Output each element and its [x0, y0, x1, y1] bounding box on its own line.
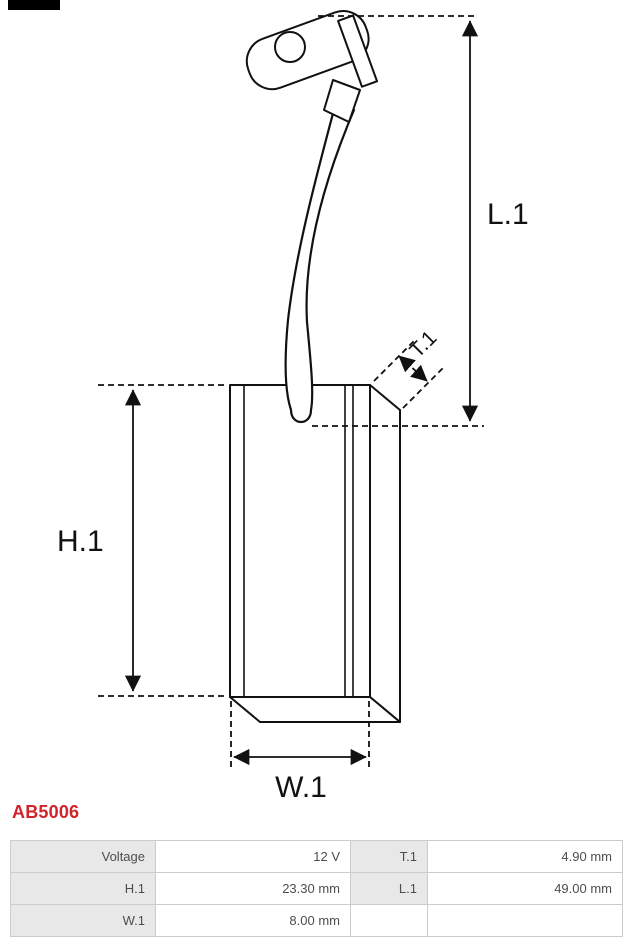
spec-table: Voltage 12 V T.1 4.90 mm H.1 23.30 mm L.… — [10, 840, 623, 937]
terminal — [245, 10, 379, 123]
lead-wire — [284, 100, 356, 424]
dimension-t1: T.1 — [373, 326, 446, 409]
spec-row-2: H.1 23.30 mm L.1 49.00 mm — [10, 872, 623, 905]
terminal-tab — [337, 14, 379, 88]
part-number: AB5006 — [12, 802, 80, 822]
spec-row-1: Voltage 12 V T.1 4.90 mm — [10, 840, 623, 873]
spec-value-h1: 23.30 mm — [155, 872, 351, 905]
spec-label-h1: H.1 — [10, 872, 156, 905]
spec-empty-value — [427, 904, 623, 937]
spec-value-t1: 4.90 mm — [427, 840, 623, 873]
carbon-brush-technical-drawing: L.1 H.1 W.1 T.1 — [57, 10, 529, 800]
dimension-l1: L.1 — [312, 15, 529, 427]
spec-value-w1: 8.00 mm — [155, 904, 351, 937]
l1-label: L.1 — [487, 198, 529, 231]
t1-arrow-line — [398, 355, 428, 382]
watermark-bar — [8, 0, 60, 10]
brush-bottom-face — [229, 696, 401, 723]
spec-label-w1: W.1 — [10, 904, 156, 937]
spec-value-voltage: 12 V — [155, 840, 351, 873]
wire-crimp — [323, 79, 361, 123]
spec-row-3: W.1 8.00 mm — [10, 904, 623, 937]
dimension-h1: H.1 — [57, 384, 227, 697]
brush-side-face — [369, 384, 401, 723]
t1-label: T.1 — [405, 326, 441, 362]
spec-label-l1: L.1 — [350, 872, 428, 905]
spec-empty-label — [350, 904, 428, 937]
spec-label-t1: T.1 — [350, 840, 428, 873]
h1-label: H.1 — [57, 525, 104, 558]
w1-label: W.1 — [275, 771, 327, 800]
brush-front-face — [229, 384, 371, 698]
dimension-w1: W.1 — [230, 701, 370, 800]
t1-extension-b — [402, 365, 446, 409]
spec-value-l1: 49.00 mm — [427, 872, 623, 905]
terminal-hole — [274, 31, 306, 63]
brush-body — [229, 384, 401, 723]
spec-label-voltage: Voltage — [10, 840, 156, 873]
terminal-lug — [245, 10, 370, 91]
